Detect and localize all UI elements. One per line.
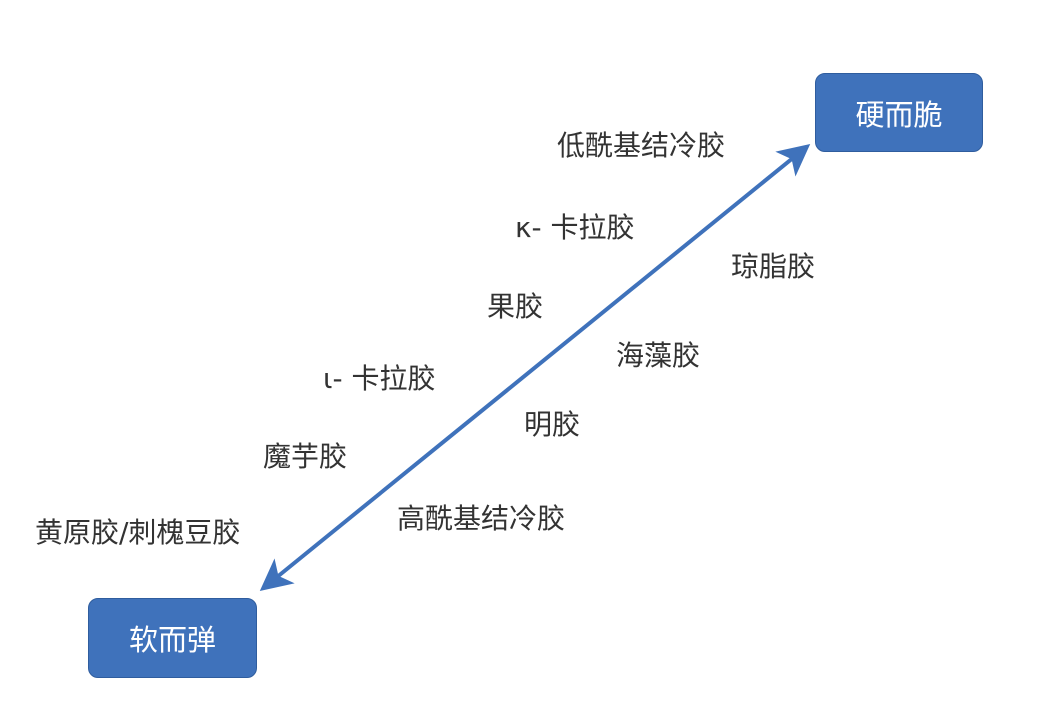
- label-iota-carrageenan: ι- 卡拉胶: [323, 362, 436, 395]
- soft-elastic-box: 软而弹: [88, 598, 257, 678]
- label-high-acyl-gellan: 高酰基结冷胶: [397, 502, 566, 535]
- label-konjac: 魔芋胶: [263, 440, 348, 473]
- hard-brittle-box: 硬而脆: [815, 73, 983, 152]
- label-kappa-carrageenan: κ- 卡拉胶: [515, 211, 635, 244]
- label-agar: 琼脂胶: [731, 250, 816, 283]
- label-xanthan-lbg: 黄原胶/刺槐豆胶: [35, 516, 241, 549]
- label-pectin: 果胶: [487, 290, 544, 323]
- label-gelatin: 明胶: [524, 408, 581, 441]
- hard-brittle-label: 硬而脆: [855, 97, 943, 132]
- soft-elastic-label: 软而弹: [128, 623, 216, 657]
- label-low-acyl-gellan: 低酰基结冷胶: [557, 129, 726, 162]
- label-alginate: 海藻胶: [616, 339, 701, 372]
- double-arrow-line: [259, 143, 811, 592]
